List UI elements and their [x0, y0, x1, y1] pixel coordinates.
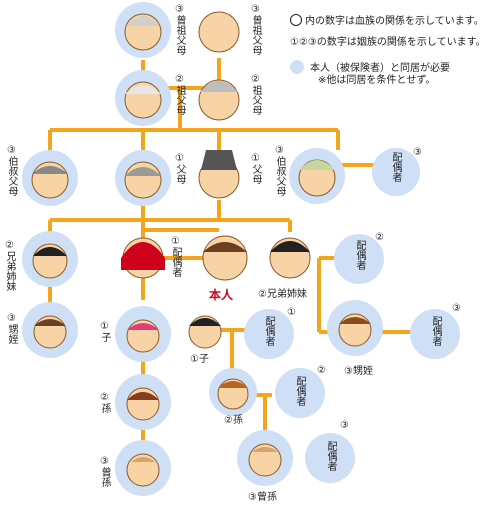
label-spouse-self: ①配偶者 [170, 236, 181, 277]
num-spouse-of-uncle: ③ [413, 147, 422, 158]
label-spouse-of-greatgrand: 配偶者 [325, 441, 336, 471]
label-great-grandfather: ③曾祖父母 [174, 4, 185, 55]
label-grandchild-right: ②孫 [224, 415, 243, 426]
label-self: 本人 [209, 288, 234, 302]
label-nephew-left: ③甥姪 [6, 313, 17, 344]
legend-line-blood: 内の数字は血族の関係を示しています。 [290, 14, 484, 28]
legend-line-note: ※他は同居を条件とせず。 [318, 75, 436, 86]
label-child-center: ①子 [190, 354, 209, 365]
label-child-left: ①子 [99, 321, 110, 342]
legend-line-cohabit: 本人（被保険者）と同居が必要 [290, 60, 450, 75]
num-spouse-of-nephew: ③ [452, 303, 461, 314]
label-spouse-of-uncle: 配偶者 [390, 152, 401, 182]
num-spouse-of-sibling: ② [375, 232, 384, 243]
legend-line-marriage: ①②③の数字は姻族の関係を示しています。 [290, 37, 486, 48]
label-grandchild-left: ②孫 [99, 392, 110, 413]
label-parent-right: ①父母 [250, 153, 261, 184]
label-great-grandmother: ③曾祖父母 [250, 4, 261, 55]
ring-icon [290, 14, 302, 26]
hair-accents [32, 16, 371, 462]
label-spouse-of-sibling: 配偶者 [354, 240, 365, 270]
label-nephew-right: ③甥姪 [344, 366, 373, 377]
label-uncle-aunt-right: ③伯叔父母 [274, 145, 285, 196]
label-sibling-right: ②兄弟姉妹 [258, 289, 307, 300]
label-sibling-left: ②兄弟姉妹 [4, 240, 15, 291]
label-spouse-of-child: 配偶者 [263, 316, 274, 346]
bubble-icon [290, 60, 304, 74]
label-parent-left: ①父母 [174, 153, 185, 184]
num-spouse-of-greatgrand: ③ [340, 420, 349, 431]
num-spouse-of-grandchild: ② [317, 365, 326, 376]
label-grandmother: ②祖父母 [250, 74, 261, 115]
label-greatgrand-right: ③曾孫 [248, 492, 277, 503]
num-spouse-of-child: ① [287, 307, 296, 318]
spouse-bubbles [244, 148, 460, 483]
label-spouse-of-nephew: 配偶者 [430, 316, 441, 346]
label-spouse-of-grandchild: 配偶者 [294, 376, 305, 406]
label-greatgrand-left: ③曾孫 [99, 456, 110, 487]
label-uncle-aunt-left: ③伯叔父母 [6, 145, 17, 196]
label-grandfather: ②祖父母 [174, 74, 185, 115]
